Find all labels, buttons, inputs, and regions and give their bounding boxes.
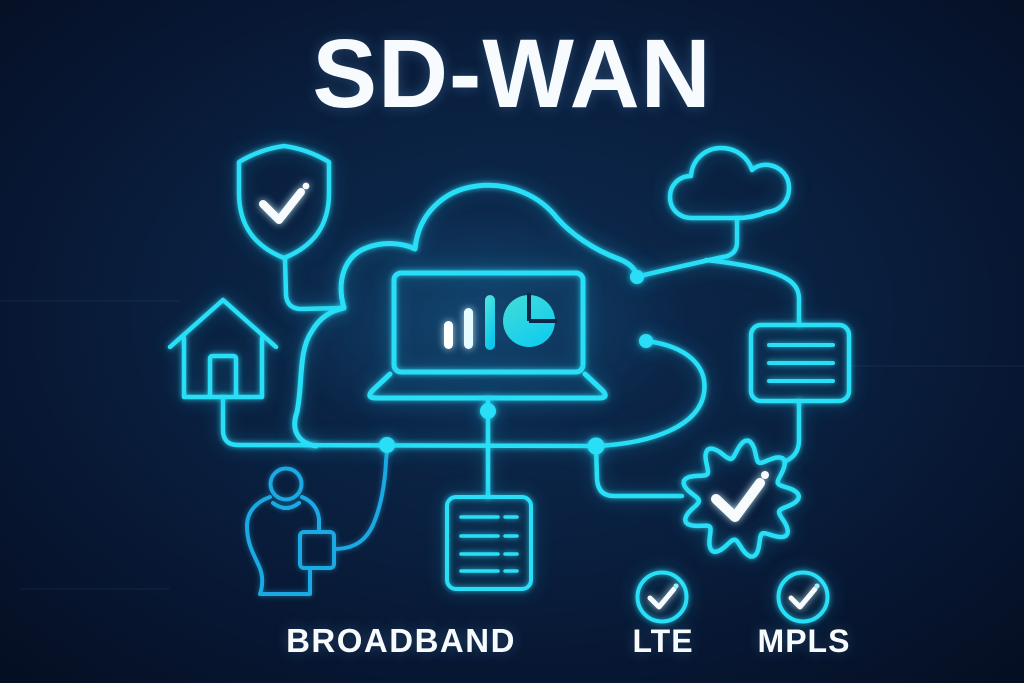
walls xyxy=(181,335,265,400)
user-device-icon xyxy=(245,449,389,596)
lte-check-circle-icon xyxy=(635,570,689,624)
bar-2 xyxy=(464,308,473,349)
home-icon xyxy=(167,297,279,400)
junction-dot xyxy=(630,270,644,284)
junction-dot xyxy=(379,437,395,453)
check-icon xyxy=(259,182,310,224)
shield-connector-line xyxy=(282,255,346,312)
page-title: SD-WAN xyxy=(312,19,712,128)
background-trace xyxy=(20,588,170,590)
small-cloud-icon xyxy=(667,145,792,221)
message-gear-line xyxy=(783,398,802,464)
junction-dot xyxy=(639,334,653,348)
small-cloud-outline xyxy=(667,145,792,221)
user-body xyxy=(245,495,312,596)
shield-check-icon xyxy=(236,143,332,261)
junction-dot xyxy=(480,403,496,419)
gear-outline xyxy=(681,438,802,559)
house-bottom-connector-line xyxy=(220,394,600,449)
user-collar xyxy=(271,501,301,510)
laptop-icon xyxy=(367,270,608,401)
connector-lines xyxy=(220,215,802,500)
check-icon xyxy=(647,583,679,610)
laptop-screen xyxy=(391,270,586,375)
check-icon xyxy=(788,583,820,610)
shield-outline xyxy=(236,143,332,261)
pie-slice-divider xyxy=(527,293,557,323)
small-cloud-connector-line xyxy=(637,215,740,279)
document-icon xyxy=(445,495,533,591)
gear-check-icon xyxy=(681,438,802,559)
bar-1 xyxy=(444,321,453,349)
bar-3 xyxy=(485,295,495,350)
label-lte: LTE xyxy=(632,623,694,659)
label-broadband: BROADBAND xyxy=(286,622,516,659)
door xyxy=(207,353,239,400)
message-connector-line xyxy=(703,257,802,328)
bar-chart-icon xyxy=(444,295,495,350)
user-shoulder xyxy=(300,495,321,534)
background-trace xyxy=(0,300,180,302)
device-square xyxy=(298,530,336,570)
document-outline xyxy=(445,495,533,591)
main-cloud-outline xyxy=(292,182,640,449)
background-trace xyxy=(850,365,1024,367)
roof xyxy=(167,297,279,350)
circle-outline xyxy=(635,570,689,624)
message-outline xyxy=(748,322,852,404)
message-icon xyxy=(748,322,852,404)
user-head xyxy=(268,466,304,502)
device-connector-line xyxy=(332,449,389,551)
main-cloud-icon xyxy=(292,182,640,449)
cloud-right-lobe-arc xyxy=(594,338,707,449)
label-mpls: MPLS xyxy=(757,623,851,659)
document-text-lines xyxy=(459,515,519,573)
junction-dots xyxy=(379,270,653,455)
gear-left-line xyxy=(593,443,685,499)
mpls-check-circle-icon xyxy=(776,570,830,624)
check-icon xyxy=(711,471,769,522)
circle-outline xyxy=(776,570,830,624)
pie-chart-icon xyxy=(503,293,557,347)
message-text-lines xyxy=(767,343,835,383)
laptop-base xyxy=(367,371,608,401)
junction-dot xyxy=(587,437,605,455)
